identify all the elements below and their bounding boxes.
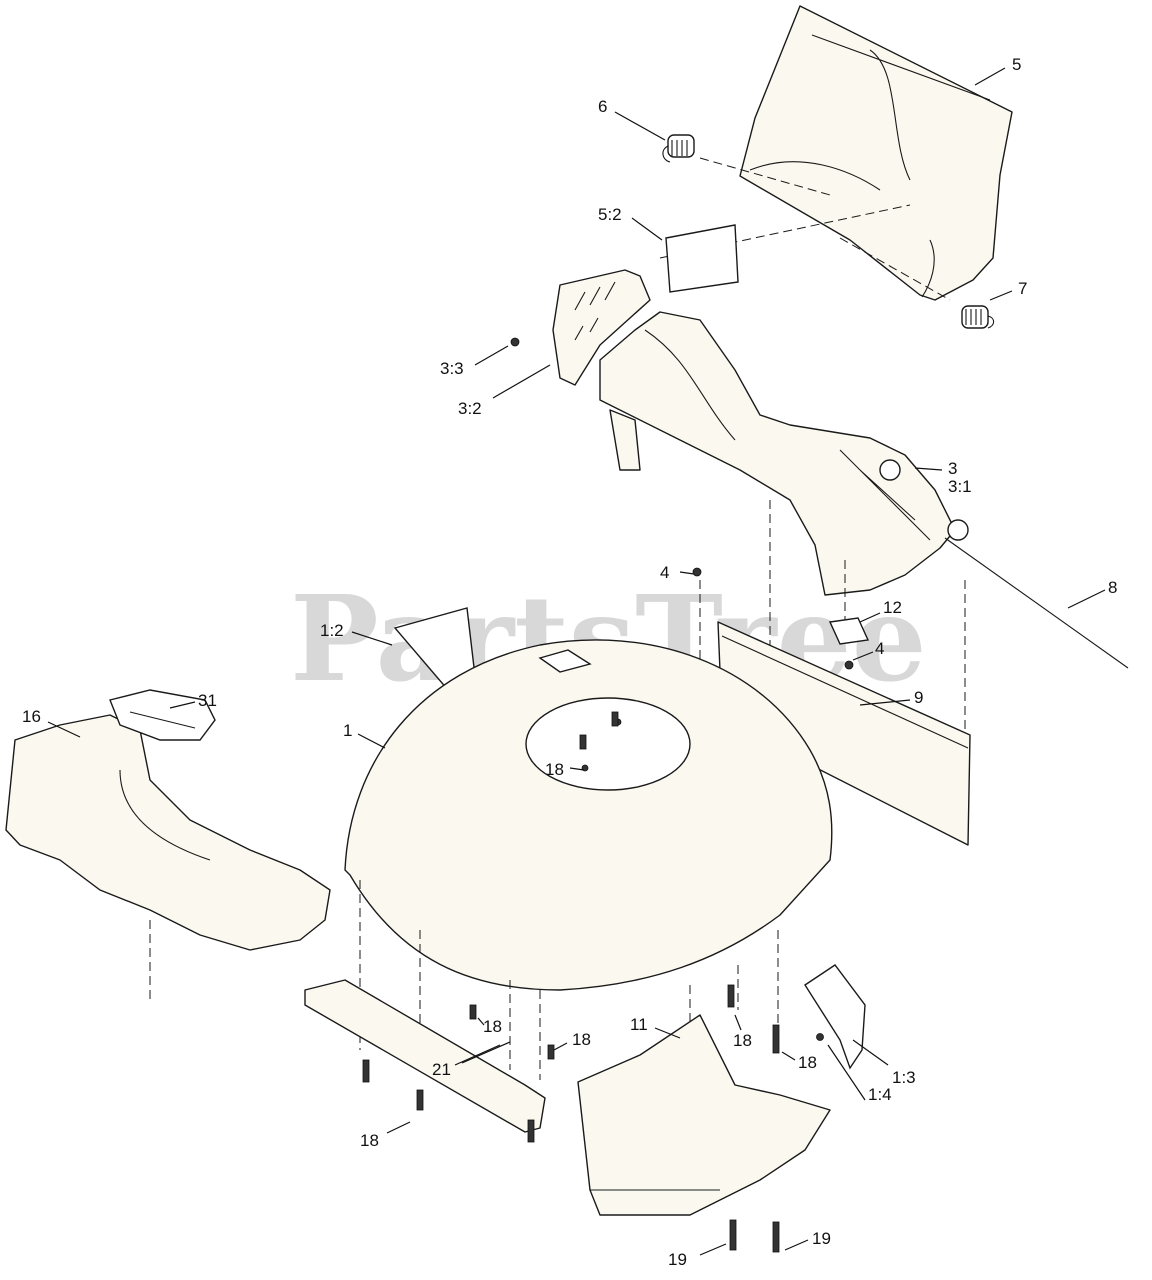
callout-7: 7 (1018, 279, 1027, 298)
clip-1-3 (804, 964, 866, 1070)
decal-5-2 (665, 224, 739, 293)
baffle-11 (577, 1014, 831, 1216)
callout-3-2: 3:2 (458, 399, 482, 418)
baffle-21 (304, 979, 546, 1133)
callout-11: 11 (630, 1015, 648, 1034)
pin-1-4 (816, 1033, 824, 1041)
leader-lines (47, 67, 1106, 1256)
callout-3: 3 (948, 459, 957, 478)
plate-12 (828, 617, 870, 645)
callout-1: 1 (343, 721, 352, 740)
callout-6: 6 (598, 97, 607, 116)
callout-18e: 18 (733, 1031, 752, 1050)
callout-5: 5 (1012, 55, 1021, 74)
callout-12: 12 (883, 598, 902, 617)
callout-18a: 18 (545, 760, 564, 779)
callout-1-2: 1:2 (320, 621, 344, 640)
bolts (362, 711, 780, 1253)
screw-3-3 (510, 337, 520, 347)
grip-16 (5, 714, 331, 951)
callout-31: 31 (198, 691, 217, 710)
callout-8: 8 (1108, 578, 1117, 597)
callout-18d: 18 (360, 1131, 379, 1150)
deck-1 (344, 639, 833, 991)
callout-19a: 19 (668, 1250, 687, 1269)
callout-1-3: 1:3 (892, 1068, 916, 1087)
callout-5-2: 5:2 (598, 205, 622, 224)
screw-4b (844, 660, 854, 670)
spring-6 (662, 134, 695, 163)
callout-16: 16 (22, 707, 41, 726)
callout-19b: 19 (812, 1229, 831, 1248)
bracket-3-2 (552, 269, 651, 386)
callout-18f: 18 (798, 1053, 817, 1072)
callout-1-4: 1:4 (868, 1085, 892, 1104)
callout-3-1: 3:1 (948, 477, 972, 496)
callout-3-3: 3:3 (440, 359, 464, 378)
part-handle-bracket (599, 311, 969, 596)
callout-4a: 4 (660, 563, 669, 582)
callout-18b: 18 (483, 1017, 502, 1036)
part-rear-guard (739, 5, 1013, 301)
callout-21: 21 (432, 1060, 451, 1079)
callout-labels: 5 6 5:2 7 3:3 3:2 3 3:1 8 4 12 4 9 1:2 1… (22, 55, 1117, 1269)
callout-18c: 18 (572, 1030, 591, 1049)
screw-4a (692, 567, 702, 577)
callout-9: 9 (914, 688, 923, 707)
cap-31 (109, 689, 216, 741)
rod-8 (944, 537, 1129, 669)
callout-4b: 4 (875, 639, 884, 658)
spring-7 (961, 305, 995, 329)
